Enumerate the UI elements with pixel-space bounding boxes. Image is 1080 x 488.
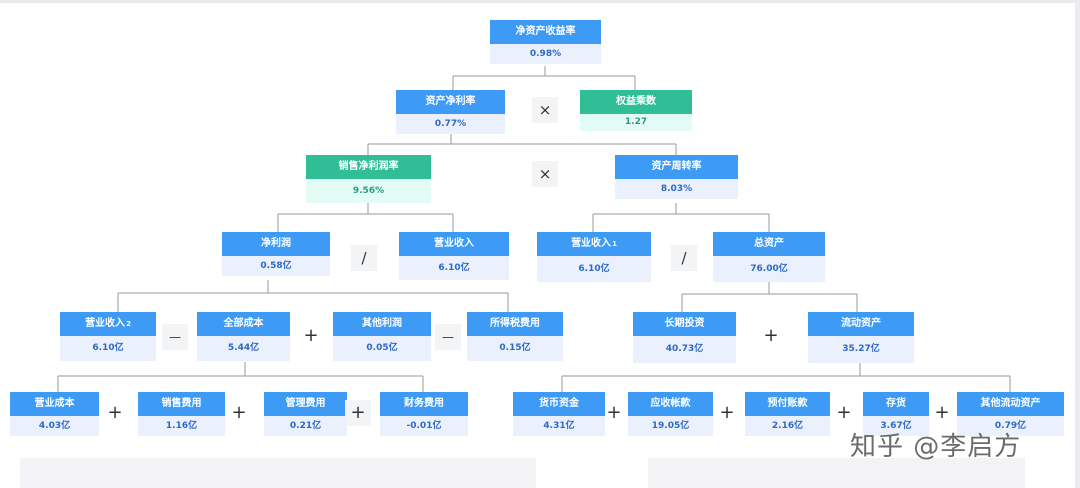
node-revenue-c-label-text: 营业收入 (85, 318, 126, 329)
node-inventory-label: 存货 (863, 392, 929, 416)
node-total-cost[interactable]: 全部成本 5.44亿 (197, 312, 290, 361)
node-operating-cost[interactable]: 营业成本 4.03亿 (10, 392, 99, 436)
node-net-profit[interactable]: 净利润 0.58亿 (222, 232, 330, 276)
divide-operator: / (671, 245, 697, 271)
node-other-current-assets-label: 其他流动资产 (957, 392, 1064, 416)
node-revenue-b-superscript: 1 (612, 240, 617, 248)
node-inventory[interactable]: 存货 3.67亿 (863, 392, 929, 436)
node-revenue-c-label: 营业收入2 (60, 312, 156, 336)
plus-operator: + (231, 402, 247, 423)
node-other-profit-value: 0.05亿 (333, 336, 431, 361)
node-revenue-b-label-text: 营业收入 (571, 238, 612, 249)
node-other-current-assets-value: 0.79亿 (957, 416, 1064, 436)
node-asset-turnover-label: 资产周转率 (615, 155, 738, 179)
node-operating-cost-value: 4.03亿 (10, 416, 99, 436)
bottom-left-panel (20, 458, 536, 488)
node-long-term-investment[interactable]: 长期投资 40.73亿 (633, 312, 736, 363)
node-revenue-b[interactable]: 营业收入1 6.10亿 (537, 232, 651, 282)
node-financial-expense[interactable]: 财务费用 -0.01亿 (380, 392, 468, 436)
minus-operator: — (162, 324, 188, 350)
multiply-operator: × (532, 97, 558, 123)
multiply-operator: × (532, 161, 558, 187)
node-net-profit-margin-value: 9.56% (306, 179, 431, 203)
window-right-border (1075, 0, 1080, 488)
node-revenue-a-label: 营业收入 (399, 232, 509, 256)
node-asset-turnover[interactable]: 资产周转率 8.03% (615, 155, 738, 199)
node-roe-label: 净资产收益率 (490, 20, 601, 44)
node-net-profit-margin[interactable]: 销售净利润率 9.56% (306, 155, 431, 203)
node-equity-multiplier-value: 1.27 (580, 114, 692, 131)
node-revenue-c-value: 6.10亿 (60, 336, 156, 361)
node-operating-cost-label: 营业成本 (10, 392, 99, 416)
divide-operator: / (351, 245, 377, 271)
node-selling-expense[interactable]: 销售费用 1.16亿 (138, 392, 225, 436)
node-total-assets-value: 76.00亿 (713, 256, 825, 282)
node-revenue-b-value: 6.10亿 (537, 256, 651, 282)
node-other-current-assets[interactable]: 其他流动资产 0.79亿 (957, 392, 1064, 436)
node-admin-expense-value: 0.21亿 (264, 416, 347, 436)
node-revenue-a-value: 6.10亿 (399, 256, 509, 280)
window-top-border (0, 0, 1080, 3)
node-roe-value: 0.98% (490, 44, 601, 64)
node-net-asset-margin-label: 资产净利率 (396, 90, 505, 114)
node-receivables-value: 19.05亿 (628, 416, 713, 436)
watermark: 知乎 @李启方 (850, 432, 1022, 462)
node-selling-expense-value: 1.16亿 (138, 416, 225, 436)
node-income-tax-value: 0.15亿 (467, 336, 563, 361)
plus-operator: + (934, 402, 950, 423)
plus-operator: + (107, 402, 123, 423)
node-total-cost-label: 全部成本 (197, 312, 290, 336)
node-receivables[interactable]: 应收帐款 19.05亿 (628, 392, 713, 436)
node-current-assets-value: 35.27亿 (808, 336, 914, 363)
plus-operator: + (345, 400, 371, 426)
node-income-tax-label: 所得税费用 (467, 312, 563, 336)
bottom-right-panel (648, 458, 1025, 488)
node-financial-expense-value: -0.01亿 (380, 416, 468, 436)
node-prepayments-label: 预付账款 (745, 392, 830, 416)
node-prepayments-value: 2.16亿 (745, 416, 830, 436)
node-admin-expense[interactable]: 管理费用 0.21亿 (264, 392, 347, 436)
node-net-profit-value: 0.58亿 (222, 256, 330, 276)
plus-operator: + (836, 402, 852, 423)
node-cash[interactable]: 货币资金 4.31亿 (513, 392, 605, 436)
node-other-profit-label: 其他利润 (333, 312, 431, 336)
node-roe[interactable]: 净资产收益率 0.98% (490, 20, 601, 64)
plus-operator: + (763, 325, 779, 346)
plus-operator: + (606, 402, 622, 423)
node-selling-expense-label: 销售费用 (138, 392, 225, 416)
node-total-cost-value: 5.44亿 (197, 336, 290, 361)
node-total-assets[interactable]: 总资产 76.00亿 (713, 232, 825, 282)
node-other-profit[interactable]: 其他利润 0.05亿 (333, 312, 431, 361)
node-equity-multiplier-label: 权益乘数 (580, 90, 692, 114)
node-net-profit-margin-label: 销售净利润率 (306, 155, 431, 179)
plus-operator: + (719, 402, 735, 423)
node-long-term-investment-value: 40.73亿 (633, 336, 736, 363)
node-financial-expense-label: 财务费用 (380, 392, 468, 416)
node-current-assets[interactable]: 流动资产 35.27亿 (808, 312, 914, 363)
node-income-tax[interactable]: 所得税费用 0.15亿 (467, 312, 563, 361)
node-asset-turnover-value: 8.03% (615, 179, 738, 199)
node-revenue-b-label: 营业收入1 (537, 232, 651, 256)
node-receivables-label: 应收帐款 (628, 392, 713, 416)
node-net-asset-margin[interactable]: 资产净利率 0.77% (396, 90, 505, 134)
plus-operator: + (303, 325, 319, 346)
node-cash-label: 货币资金 (513, 392, 605, 416)
minus-operator: — (435, 324, 461, 350)
node-revenue-c[interactable]: 营业收入2 6.10亿 (60, 312, 156, 361)
node-net-profit-label: 净利润 (222, 232, 330, 256)
node-revenue-a[interactable]: 营业收入 6.10亿 (399, 232, 509, 280)
node-current-assets-label: 流动资产 (808, 312, 914, 336)
node-prepayments[interactable]: 预付账款 2.16亿 (745, 392, 830, 436)
node-admin-expense-label: 管理费用 (264, 392, 347, 416)
node-equity-multiplier[interactable]: 权益乘数 1.27 (580, 90, 692, 131)
node-long-term-investment-label: 长期投资 (633, 312, 736, 336)
node-total-assets-label: 总资产 (713, 232, 825, 256)
node-cash-value: 4.31亿 (513, 416, 605, 436)
node-inventory-value: 3.67亿 (863, 416, 929, 436)
node-revenue-c-superscript: 2 (126, 320, 131, 328)
node-net-asset-margin-value: 0.77% (396, 114, 505, 134)
